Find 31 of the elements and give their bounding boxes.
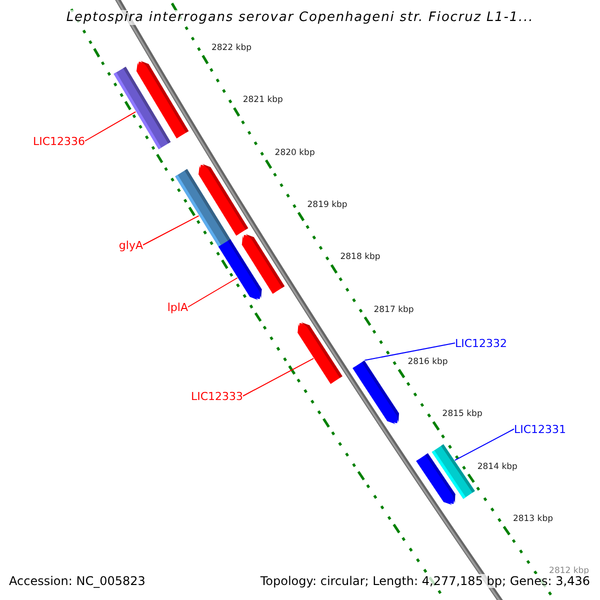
tick-label: 2819 kbp bbox=[307, 200, 348, 210]
topology-text: Topology: circular; Length: 4,277,185 bp; Genes: 3,436 bbox=[260, 574, 590, 588]
leader-line bbox=[84, 111, 136, 142]
gene-bar bbox=[198, 164, 248, 236]
gene-bar bbox=[432, 444, 475, 499]
tick-label: 2817 kbp bbox=[374, 304, 414, 315]
tick-label: 2814 kbp bbox=[477, 462, 518, 472]
gene-label: lplA bbox=[167, 300, 188, 314]
tick-label: 2820 kbp bbox=[274, 148, 315, 158]
leader-line bbox=[454, 428, 514, 461]
gene-label: glyA bbox=[118, 238, 143, 252]
gene-bar bbox=[298, 322, 342, 384]
gene-label: LIC12332 bbox=[455, 336, 508, 350]
leader-line bbox=[188, 277, 238, 308]
gene-bar bbox=[352, 360, 399, 424]
leader-line bbox=[142, 215, 200, 246]
gene-bar bbox=[136, 60, 189, 138]
tick-label: 2822 kbp bbox=[211, 42, 252, 53]
gene-label: LIC12333 bbox=[190, 390, 243, 402]
gene-label: LIC12331 bbox=[514, 422, 566, 436]
tick-label: 2816 kbp bbox=[408, 356, 448, 367]
accession-text: Accession: NC_005823 bbox=[9, 574, 146, 588]
tick-label: 2813 kbp bbox=[512, 514, 553, 524]
tick-label: 2815 kbp bbox=[442, 409, 482, 420]
leader-line bbox=[242, 358, 314, 396]
tick-label: 2821 kbp bbox=[242, 95, 283, 106]
gene-label: LIC12336 bbox=[32, 134, 85, 148]
gene-bar bbox=[242, 234, 285, 294]
tick-label: 2812 kbp bbox=[549, 566, 590, 576]
tick-label: 2818 kbp bbox=[340, 252, 380, 262]
leader-line bbox=[364, 342, 456, 361]
